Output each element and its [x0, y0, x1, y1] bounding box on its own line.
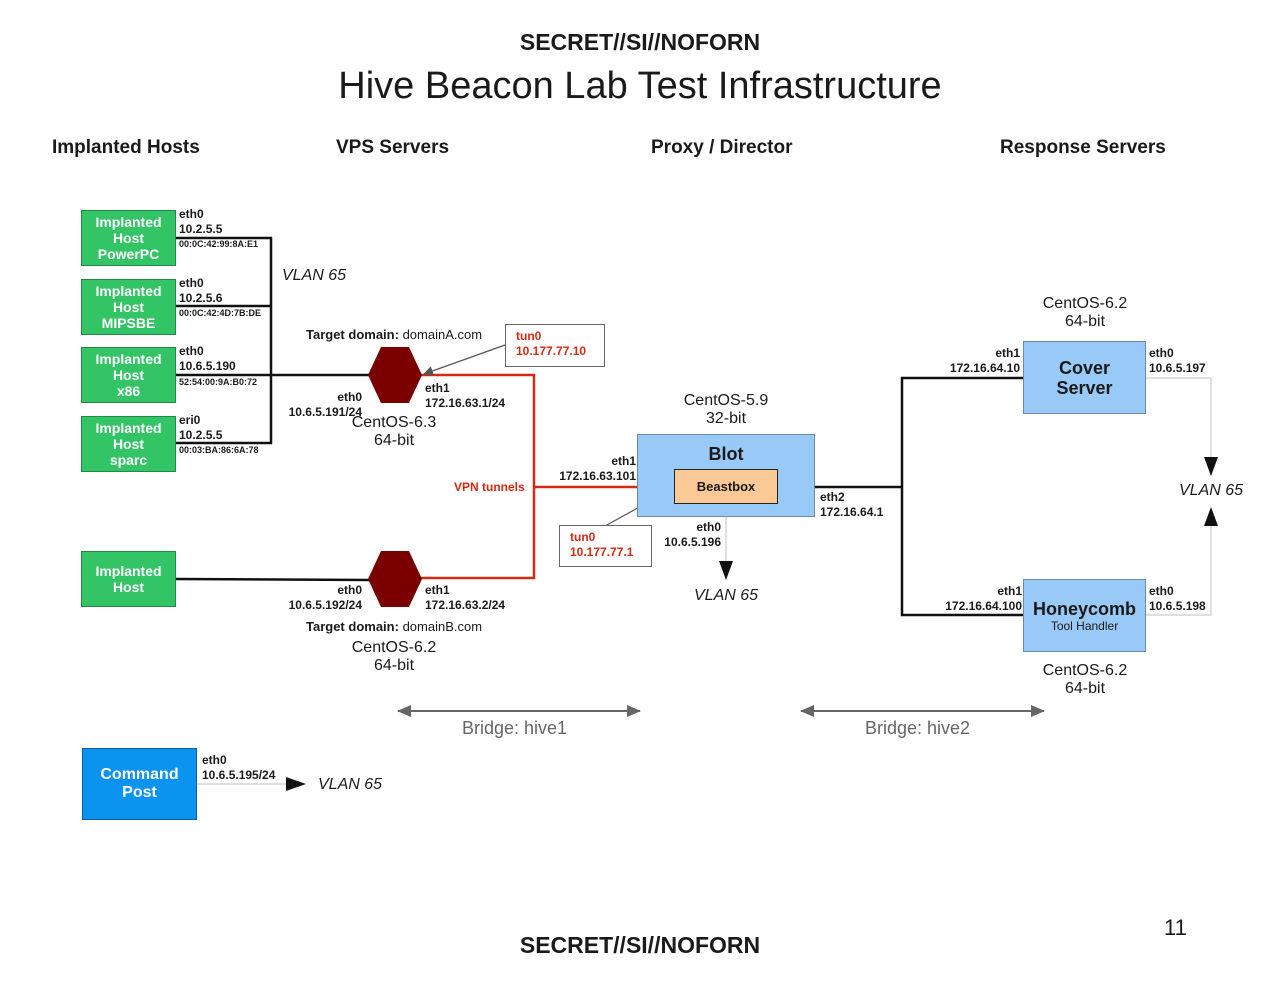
page-title: Hive Beacon Lab Test Infrastructure: [338, 65, 942, 107]
vps-a-hexagon: [368, 347, 422, 403]
host-label-line: Implanted: [95, 420, 162, 436]
classification-bottom: SECRET//SI//NOFORN: [519, 932, 761, 958]
host-label-line: Implanted: [95, 351, 162, 367]
response-vlan-65-label: VLAN 65: [1179, 482, 1244, 499]
blot-vlan-arrow-icon: [719, 561, 733, 580]
vlan-65-label: VLAN 65: [282, 267, 347, 284]
host-label-line: Host: [112, 299, 145, 315]
beastbox[interactable]: Beastbox: [674, 469, 778, 504]
host-label-line: Implanted: [95, 283, 162, 299]
column-header-vps-servers: VPS Servers: [336, 137, 450, 158]
host-mac-address: 00:0C:42:4D:7B:DE: [179, 308, 262, 318]
honeycomb-server[interactable]: Honeycomb Tool Handler: [1023, 579, 1146, 652]
host-label-line: Host: [112, 230, 145, 246]
command-post-vlan-arrow-icon: [286, 777, 306, 791]
host-arch: PowerPC: [97, 246, 160, 262]
honeycomb-name: Honeycomb: [1032, 598, 1137, 619]
blot-name: Blot: [708, 444, 744, 464]
bridge-hive2-label: Bridge: hive2: [865, 718, 971, 738]
column-header-response-servers: Response Servers: [1000, 137, 1166, 158]
host-mac-address: 52:54:00:9A:B0:72: [179, 377, 258, 387]
page-number: 11: [1164, 915, 1187, 940]
vpn-tunnels-label: VPN tunnels: [454, 480, 525, 494]
vps-a-target-domain: Target domain: domainA.com: [306, 327, 483, 342]
bridge-hive1-label: Bridge: hive1: [462, 718, 568, 738]
host-label-line: Host: [112, 579, 145, 595]
host-label-line: Implanted: [95, 563, 162, 579]
host-label-line: Host: [112, 367, 145, 383]
honeycomb-subtitle: Tool Handler: [1050, 618, 1119, 633]
column-header-proxy-director: Proxy / Director: [651, 137, 793, 158]
vlan-bus-lines: [175, 236, 371, 582]
tun0-callout-arrow-vps: [423, 344, 506, 376]
vps-b-target-domain: Target domain: domainB.com: [306, 619, 483, 634]
host-arch: MIPSBE: [101, 315, 156, 331]
host-arch: x86: [116, 383, 141, 399]
blot-vlan-65-label: VLAN 65: [694, 587, 759, 604]
host-mac-address: 00:03:BA:86:6A:78: [179, 445, 259, 455]
command-post-vlan-65-label: VLAN 65: [318, 776, 383, 793]
host-arch: sparc: [109, 452, 148, 468]
vps-b-hexagon: [368, 551, 422, 607]
vlan-eth0-lines: [197, 377, 1212, 785]
host-mac-address: 00:0C:42:99:8A:E1: [179, 239, 259, 249]
column-header-implanted-hosts: Implanted Hosts: [52, 137, 200, 158]
host-label-line: Implanted: [95, 214, 162, 230]
classification-top: SECRET//SI//NOFORN: [519, 29, 761, 55]
cover-vlan-arrow-icon: [1204, 457, 1218, 476]
honeycomb-vlan-arrow-icon: [1204, 507, 1218, 526]
host-label-line: Host: [112, 436, 145, 452]
